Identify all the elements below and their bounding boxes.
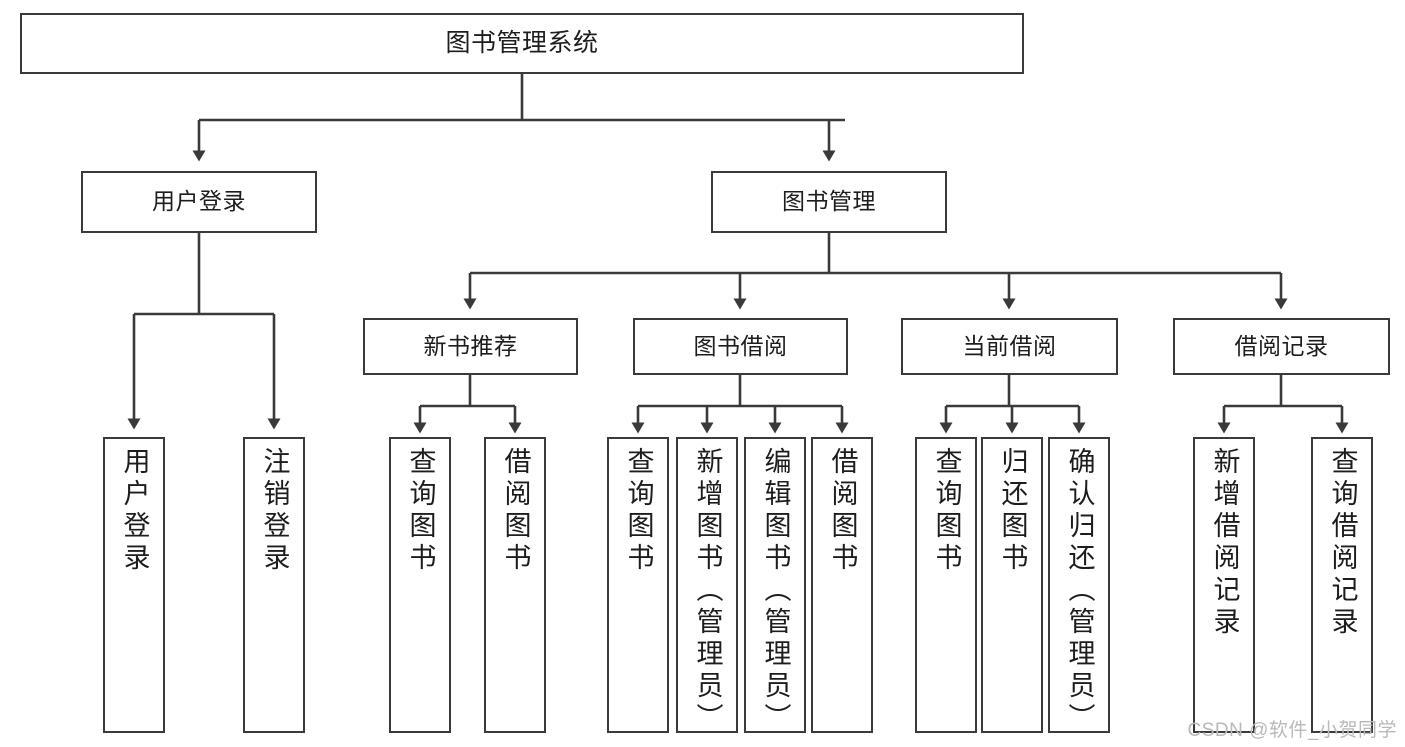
node-book-borrow[interactable]: 图书借阅 xyxy=(633,318,848,375)
node-root-label: 图书管理系统 xyxy=(445,28,599,57)
node-borrow-record[interactable]: 借阅记录 xyxy=(1173,318,1390,375)
leaf-label: 新增借阅记录 xyxy=(1209,447,1240,639)
leaf-label: 查询借阅记录 xyxy=(1327,447,1358,639)
leaf-current-borrow-return[interactable]: 归还图书 xyxy=(981,437,1043,733)
node-current-borrow-label: 当前借阅 xyxy=(962,332,1057,359)
node-book-management-label: 图书管理 xyxy=(782,188,876,215)
leaf-user-login-login[interactable]: 用户登录 xyxy=(103,437,165,733)
leaf-book-borrow-edit[interactable]: 编辑图书（管理员） xyxy=(744,437,806,735)
node-new-book-recommend-label: 新书推荐 xyxy=(423,332,518,359)
node-root[interactable]: 图书管理系统 xyxy=(20,13,1024,74)
leaf-label: 确认归还（管理员） xyxy=(1064,447,1095,735)
leaf-new-book-borrow[interactable]: 借阅图书 xyxy=(484,437,546,733)
leaf-book-borrow-query[interactable]: 查询图书 xyxy=(607,437,669,733)
leaf-book-borrow-add[interactable]: 新增图书（管理员） xyxy=(676,437,738,735)
leaf-label: 注销登录 xyxy=(259,447,290,575)
leaf-current-borrow-confirm[interactable]: 确认归还（管理员） xyxy=(1048,437,1110,735)
leaf-label: 新增图书（管理员） xyxy=(692,447,723,735)
node-current-borrow[interactable]: 当前借阅 xyxy=(901,318,1118,375)
leaf-label: 归还图书 xyxy=(997,447,1028,575)
leaf-label: 借阅图书 xyxy=(827,447,858,575)
leaf-label: 编辑图书（管理员） xyxy=(760,447,791,735)
leaf-borrow-record-query[interactable]: 查询借阅记录 xyxy=(1311,437,1373,733)
leaf-label: 借阅图书 xyxy=(500,447,531,575)
leaf-label: 查询图书 xyxy=(931,447,962,575)
leaf-user-login-logout[interactable]: 注销登录 xyxy=(243,437,305,733)
node-book-borrow-label: 图书借阅 xyxy=(693,332,788,359)
leaf-label: 查询图书 xyxy=(405,447,436,575)
node-book-management[interactable]: 图书管理 xyxy=(711,171,947,233)
node-user-login-label: 用户登录 xyxy=(152,188,246,215)
leaf-current-borrow-query[interactable]: 查询图书 xyxy=(915,437,977,733)
node-new-book-recommend[interactable]: 新书推荐 xyxy=(363,318,578,375)
leaf-label: 查询图书 xyxy=(623,447,654,575)
leaf-new-book-query[interactable]: 查询图书 xyxy=(389,437,451,733)
node-user-login[interactable]: 用户登录 xyxy=(81,171,317,233)
leaf-borrow-record-add[interactable]: 新增借阅记录 xyxy=(1193,437,1255,733)
node-borrow-record-label: 借阅记录 xyxy=(1234,332,1329,359)
leaf-label: 用户登录 xyxy=(119,447,150,575)
leaf-book-borrow-borrow[interactable]: 借阅图书 xyxy=(811,437,873,733)
